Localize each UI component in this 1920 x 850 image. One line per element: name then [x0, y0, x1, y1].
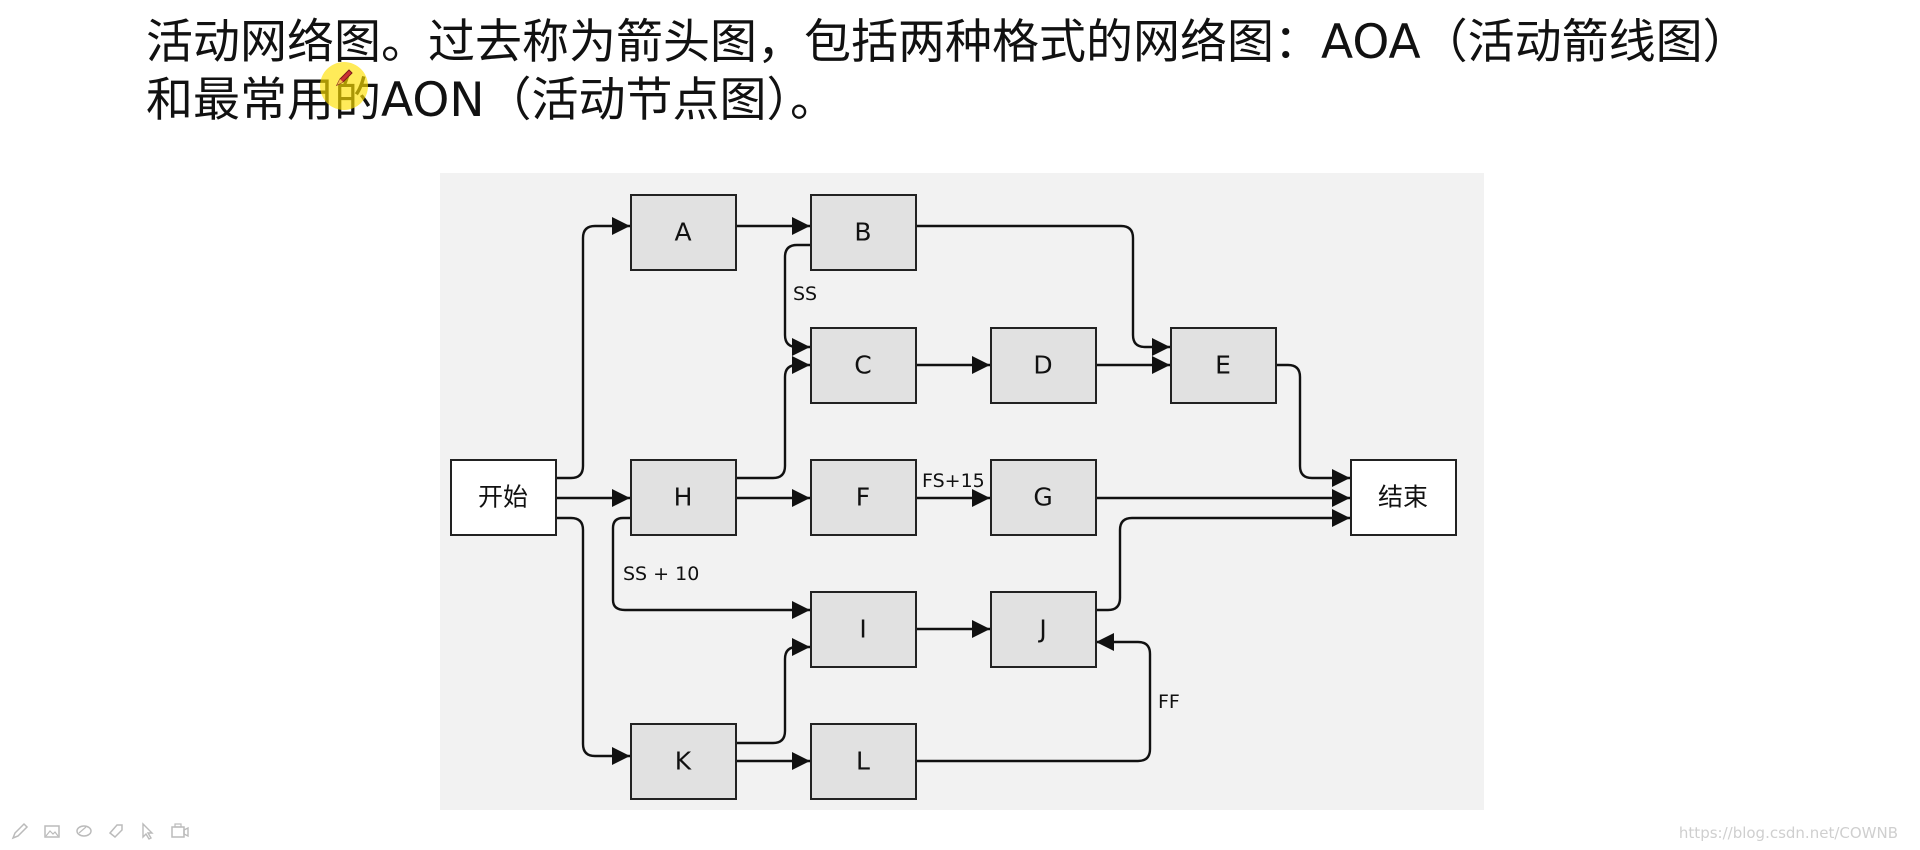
node-K-label: K	[675, 747, 692, 776]
node-F: F	[810, 459, 917, 536]
pointer-highlight	[320, 62, 368, 110]
node-C-label: C	[854, 351, 871, 380]
edge-E-to-end	[1276, 363, 1350, 487]
node-F-label: F	[856, 483, 870, 512]
node-L: L	[810, 723, 917, 800]
node-I: I	[810, 591, 917, 668]
eraser-icon[interactable]	[72, 819, 96, 843]
node-G-label: G	[1033, 483, 1052, 512]
node-J: J	[990, 591, 1097, 668]
edge-label-H-to-I: SS + 10	[623, 563, 699, 585]
node-B-label: B	[854, 218, 871, 247]
node-start: 开始	[450, 459, 557, 536]
watermark-text: https://blog.csdn.net/COWNB	[1678, 824, 1898, 842]
edge-H-to-I	[611, 516, 810, 619]
slide-caption: 活动网络图。过去称为箭头图，包括两种格式的网络图：AOA（活动箭线图） 和最常用…	[146, 14, 1796, 130]
camera-icon[interactable]	[168, 819, 192, 843]
node-K: K	[630, 723, 737, 800]
pointer-icon[interactable]	[136, 819, 160, 843]
node-B: B	[810, 194, 917, 271]
node-E: E	[1170, 327, 1277, 404]
edge-label-B-to-C: SS	[793, 283, 817, 305]
node-A: A	[630, 194, 737, 271]
node-A-label: A	[674, 218, 691, 247]
presentation-toolbar	[8, 818, 192, 844]
edge-B-to-C	[783, 243, 811, 356]
edge-L-to-J	[916, 633, 1152, 763]
edge-label-L-to-J: FF	[1158, 691, 1180, 713]
edge-J-to-end	[1096, 509, 1350, 612]
pen-cursor-icon	[335, 69, 353, 87]
network-diagram: SS FS+15 SS + 10 FF 开始 A B C D E H	[440, 173, 1484, 810]
pencil-icon[interactable]	[8, 819, 32, 843]
edge-start-to-K	[556, 516, 630, 765]
node-D-label: D	[1033, 351, 1052, 380]
edge-K-to-I	[736, 638, 810, 745]
network-diagram-svg: SS FS+15 SS + 10 FF 开始 A B C D E H	[450, 194, 1457, 800]
caption-line-1: 活动网络图。过去称为箭头图，包括两种格式的网络图：AOA（活动箭线图）	[146, 15, 1750, 70]
node-G: G	[990, 459, 1097, 536]
node-J-label: J	[1037, 615, 1046, 644]
edge-label-F-to-G: FS+15	[922, 470, 985, 492]
edge-B-to-E	[916, 224, 1170, 356]
node-end-label: 结束	[1378, 483, 1428, 512]
node-C: C	[810, 327, 917, 404]
node-I-label: I	[859, 615, 866, 644]
edge-start-to-A	[556, 217, 630, 480]
node-end: 结束	[1350, 459, 1457, 536]
node-H-label: H	[674, 483, 693, 512]
caption-line-2: 和最常用的AON（活动节点图）。	[146, 73, 837, 128]
node-L-label: L	[856, 747, 870, 776]
image-icon[interactable]	[40, 819, 64, 843]
edge-H-to-C	[736, 356, 810, 480]
node-D: D	[990, 327, 1097, 404]
node-start-label: 开始	[478, 483, 528, 512]
node-H: H	[630, 459, 737, 536]
tag-icon[interactable]	[104, 819, 128, 843]
node-E-label: E	[1215, 351, 1231, 380]
